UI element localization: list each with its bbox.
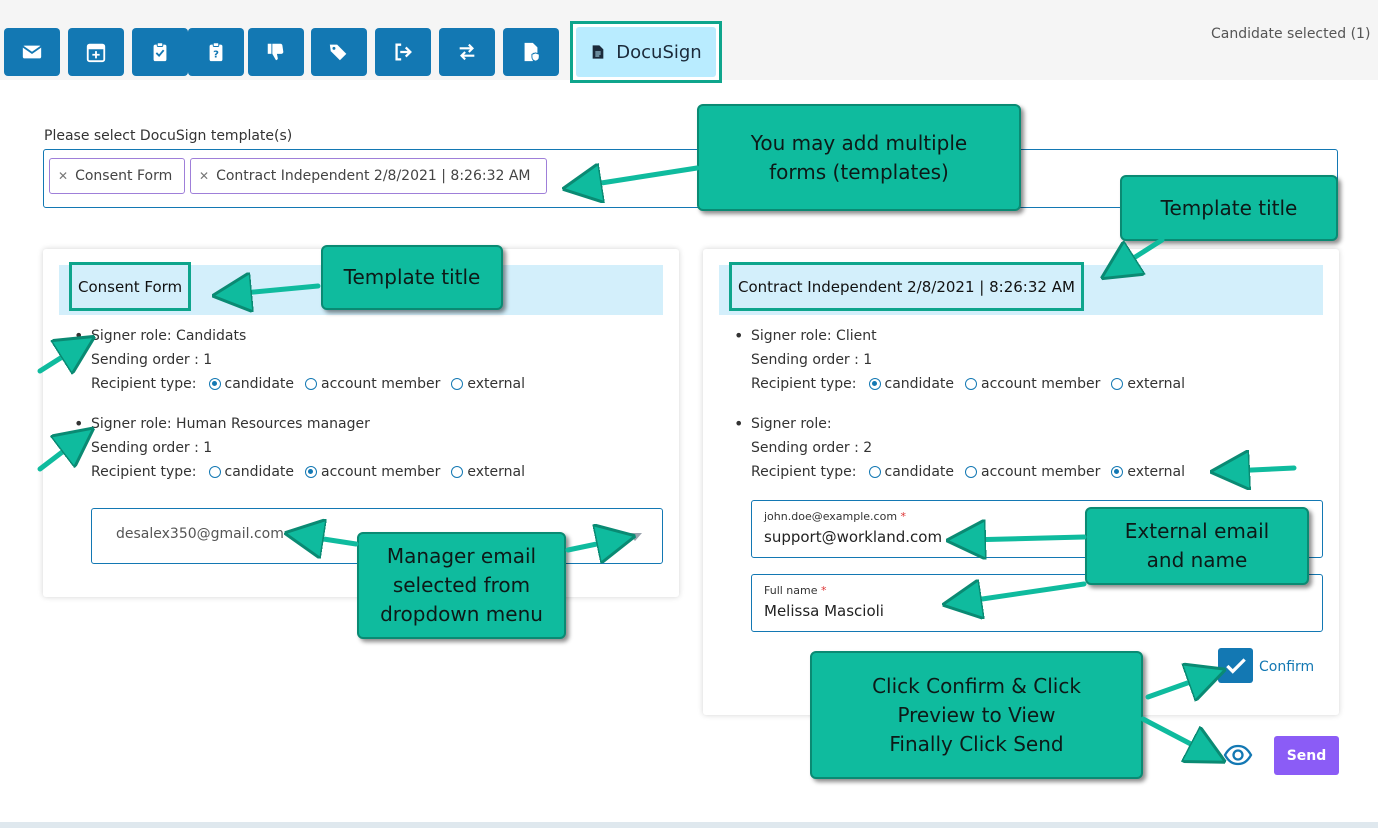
card-title: Contract Independent 2/8/2021 | 8:26:32 …: [729, 262, 1084, 311]
recipient-type-group: Recipient type: candidate account member…: [91, 460, 536, 484]
email-field-value: support@workland.com: [764, 528, 943, 546]
tags-icon: [329, 44, 347, 61]
template-select-label: Please select DocuSign template(s): [44, 128, 293, 144]
callout-template-title-right: Template title: [1120, 175, 1338, 241]
remove-tag-icon[interactable]: ✕: [199, 169, 210, 183]
recipient-type-label: Recipient type:: [751, 376, 857, 392]
sending-order: Sending order : 1: [751, 352, 873, 368]
card-title: Consent Form: [69, 262, 192, 311]
remove-tag-icon[interactable]: ✕: [58, 169, 69, 183]
recipient-type-label: Recipient type:: [751, 464, 857, 480]
callout-template-title-left: Template title: [321, 245, 503, 310]
template-tag-label: Contract Independent 2/8/2021 | 8:26:32 …: [216, 168, 531, 184]
name-field-value: Melissa Mascioli: [764, 602, 884, 620]
transfer-button[interactable]: [439, 28, 495, 76]
signer-block: • Signer role: Candidats Sending order :…: [74, 324, 536, 396]
chevron-down-icon[interactable]: [628, 533, 642, 541]
signer-role: Signer role: Client: [751, 328, 877, 344]
template-tag-label: Consent Form: [75, 168, 173, 184]
signer-role: Signer role:: [751, 416, 832, 432]
document-icon: [592, 45, 604, 59]
signer-role: Signer role: Human Resources manager: [91, 416, 370, 432]
svg-text:?: ?: [213, 50, 219, 61]
radio-external[interactable]: external: [1111, 372, 1185, 396]
name-field-label: Full name: [764, 584, 818, 597]
checkmark-icon: [1225, 657, 1246, 674]
exchange-icon: [459, 43, 475, 61]
clipboard-question-icon: ?: [209, 42, 223, 62]
sending-order: Sending order : 2: [751, 440, 873, 456]
confirm-checkbox[interactable]: [1218, 648, 1253, 683]
sending-order: Sending order : 1: [91, 440, 213, 456]
bottom-bar: [0, 822, 1378, 828]
manager-email-value: desalex350@gmail.com: [116, 526, 284, 542]
template-card-contract: Contract Independent 2/8/2021 | 8:26:32 …: [703, 249, 1339, 715]
thumbs-down-icon: [267, 43, 284, 61]
checklist-button[interactable]: [132, 28, 188, 76]
sign-out-icon: [395, 43, 412, 61]
clipboard-check-icon: [153, 42, 167, 62]
recipient-type-label: Recipient type:: [91, 464, 197, 480]
template-tag[interactable]: ✕ Contract Independent 2/8/2021 | 8:26:3…: [190, 158, 547, 194]
docusign-button[interactable]: DocuSign: [576, 27, 716, 77]
email-button[interactable]: [4, 28, 60, 76]
reject-button[interactable]: [248, 28, 304, 76]
radio-account-member[interactable]: account member: [305, 372, 440, 396]
card-header: Contract Independent 2/8/2021 | 8:26:32 …: [719, 262, 1323, 315]
send-button[interactable]: Send: [1274, 736, 1339, 775]
radio-account-member[interactable]: account member: [965, 372, 1100, 396]
template-multiselect[interactable]: ✕ Consent Form ✕ Contract Independent 2/…: [43, 149, 1338, 208]
envelope-icon: [22, 45, 42, 59]
radio-account-member[interactable]: account member: [965, 460, 1100, 484]
questionnaire-button[interactable]: ?: [188, 28, 244, 76]
arrow-to-preview: [1140, 716, 1208, 753]
tags-button[interactable]: [311, 28, 367, 76]
full-name-field[interactable]: Full name * Melissa Mascioli: [751, 574, 1323, 632]
preview-eye-icon[interactable]: [1223, 742, 1253, 768]
callout-manager-email: Manager email selected from dropdown men…: [357, 532, 566, 639]
signer-block: • Signer role: Client Sending order : 1 …: [734, 324, 1196, 396]
recipient-type-group: Recipient type: candidate account member…: [751, 372, 1196, 396]
callout-multiple-forms: You may add multiple forms (templates): [697, 104, 1021, 211]
file-shield-icon: [524, 42, 540, 62]
recipient-type-group: Recipient type: candidate account member…: [751, 460, 1196, 484]
secure-file-button[interactable]: [503, 28, 559, 76]
radio-candidate[interactable]: candidate: [868, 460, 954, 484]
callout-external-email: External email and name: [1085, 507, 1309, 585]
radio-candidate[interactable]: candidate: [208, 372, 294, 396]
radio-external[interactable]: external: [1111, 460, 1185, 484]
calendar-plus-icon: [86, 43, 106, 63]
confirm-label: Confirm: [1259, 659, 1315, 675]
recipient-type-label: Recipient type:: [91, 376, 197, 392]
signer-block: • Signer role: Sending order : 2 Recipie…: [734, 412, 1196, 484]
candidate-selected-count: Candidate selected (1): [1211, 26, 1371, 42]
move-out-button[interactable]: [375, 28, 431, 76]
template-tag[interactable]: ✕ Consent Form: [49, 158, 185, 194]
callout-confirm-instructions: Click Confirm & Click Preview to View Fi…: [810, 651, 1143, 779]
radio-external[interactable]: external: [451, 460, 525, 484]
recipient-type-group: Recipient type: candidate account member…: [91, 372, 536, 396]
email-field-label: john.doe@example.com: [764, 510, 898, 523]
radio-candidate[interactable]: candidate: [208, 460, 294, 484]
radio-account-member[interactable]: account member: [305, 460, 440, 484]
signer-role: Signer role: Candidats: [91, 328, 247, 344]
external-email-field[interactable]: john.doe@example.com * support@workland.…: [751, 500, 1323, 558]
docusign-label: DocuSign: [616, 41, 702, 63]
sending-order: Sending order : 1: [91, 352, 213, 368]
radio-candidate[interactable]: candidate: [868, 372, 954, 396]
docusign-tab-highlight: DocuSign: [570, 21, 722, 83]
radio-external[interactable]: external: [451, 372, 525, 396]
schedule-button[interactable]: [68, 28, 124, 76]
signer-block: • Signer role: Human Resources manager S…: [74, 412, 536, 484]
